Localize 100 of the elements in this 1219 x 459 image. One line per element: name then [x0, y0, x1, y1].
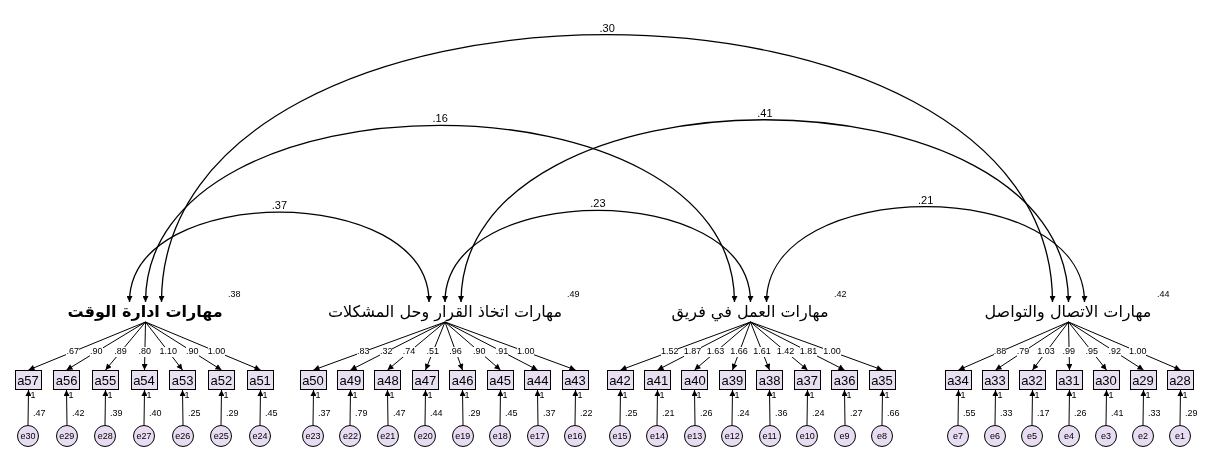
error-arrow — [179, 389, 186, 426]
edge-label: 1.00 — [823, 346, 841, 357]
edge-label: .96 — [449, 346, 462, 357]
edge-label: .89 — [114, 346, 127, 357]
variance-label: .37 — [543, 409, 556, 419]
error-circle: e19 — [451, 425, 474, 447]
variance-label: .55 — [963, 409, 976, 419]
edge-label: 1.00 — [516, 346, 535, 357]
indicator-box: a55 — [91, 370, 119, 390]
variance-label: .47 — [393, 409, 406, 419]
loading-arrow — [750, 321, 771, 371]
edge-label: 1 — [1145, 391, 1151, 402]
loading-arrow — [444, 321, 538, 371]
indicator-box: a29 — [1129, 370, 1157, 390]
error-circle: e25 — [210, 425, 233, 447]
error-circle: e27 — [133, 425, 155, 447]
variance-label: .29 — [226, 409, 239, 419]
loading-arrow — [105, 321, 146, 371]
loading-arrow — [750, 321, 883, 371]
error-circle: e3 — [1095, 425, 1117, 447]
loading-arrow — [444, 321, 576, 371]
covariance-arrow — [459, 119, 1071, 303]
variance-label: .44 — [1157, 290, 1170, 300]
edge-label: 1 — [696, 391, 702, 402]
error-arrow — [218, 389, 225, 426]
edge-label: 1.03 — [1037, 346, 1055, 357]
indicator-box: a41 — [643, 370, 671, 390]
error-circle: e14 — [646, 425, 669, 447]
edge-label: 1.87 — [683, 346, 702, 357]
edge-label: 1 — [30, 391, 36, 402]
variance-label: .21 — [662, 409, 675, 419]
edge-label: .23 — [590, 197, 606, 210]
error-circle: e22 — [339, 425, 362, 447]
variance-label: .42 — [72, 409, 85, 419]
error-circle: e28 — [94, 425, 117, 447]
loading-arrow — [1068, 321, 1181, 371]
indicator-box: a48 — [374, 370, 402, 390]
loading-arrow — [750, 321, 808, 371]
variance-label: .29 — [468, 409, 481, 419]
indicator-box: a28 — [1166, 370, 1194, 390]
error-arrow — [459, 389, 466, 426]
error-arrow — [992, 389, 999, 426]
error-arrow — [766, 389, 773, 426]
variance-label: .37 — [318, 409, 331, 419]
error-circle: e5 — [1021, 425, 1043, 447]
error-arrow — [691, 389, 698, 426]
edge-label: 1 — [184, 391, 190, 402]
indicator-box: a31 — [1055, 370, 1083, 390]
error-circle: e21 — [376, 425, 399, 447]
edge-label: .90 — [186, 346, 199, 357]
loading-arrow — [145, 321, 261, 371]
indicator-box: a50 — [299, 370, 327, 390]
loading-arrow — [145, 321, 222, 371]
edge-label: 1 — [352, 391, 358, 402]
variance-label: .33 — [1000, 409, 1013, 419]
edge-label: 1 — [734, 391, 740, 402]
error-arrow — [422, 389, 429, 426]
loading-arrow — [731, 321, 751, 371]
variance-label: .39 — [110, 409, 123, 419]
edge-label: .67 — [66, 346, 79, 357]
edge-label: 1 — [502, 391, 508, 402]
loading-arrow — [28, 321, 146, 371]
edge-label: .80 — [138, 346, 151, 357]
error-arrow — [729, 389, 736, 426]
error-circle: e2 — [1132, 425, 1154, 447]
edge-label: 1 — [809, 391, 815, 402]
indicator-box: a43 — [561, 370, 589, 390]
indicator-box: a45 — [486, 370, 514, 390]
error-arrow — [841, 389, 848, 426]
variance-label: .33 — [1148, 409, 1161, 419]
error-circle: e30 — [17, 425, 39, 447]
error-arrow — [955, 389, 962, 426]
error-arrow — [572, 389, 579, 426]
edge-label: 1 — [1108, 391, 1114, 402]
error-circle: e6 — [984, 425, 1006, 447]
edge-label: 1 — [464, 391, 470, 402]
error-circle: e20 — [414, 425, 437, 447]
error-arrow — [310, 389, 317, 426]
error-circle: e4 — [1058, 425, 1080, 447]
indicator-box: a49 — [336, 370, 364, 390]
variance-label: .22 — [580, 409, 593, 419]
error-circle: e8 — [871, 425, 893, 447]
edge-label: .95 — [1085, 346, 1099, 357]
variance-label: .41 — [1111, 409, 1124, 419]
loading-arrow — [145, 321, 183, 371]
edge-label: 1.81 — [799, 346, 818, 357]
edge-label: .41 — [757, 106, 773, 119]
error-arrow — [25, 389, 32, 426]
loading-arrow — [425, 321, 446, 371]
edge-label: 1.61 — [753, 346, 771, 357]
error-arrow — [804, 389, 811, 426]
variance-label: .36 — [775, 409, 788, 419]
edge-label: 1 — [315, 391, 321, 402]
indicator-box: a52 — [207, 370, 235, 390]
loading-arrow — [66, 321, 146, 371]
edge-label: .74 — [402, 346, 416, 357]
variance-label: .44 — [430, 409, 443, 419]
edge-label: 1.63 — [706, 346, 725, 357]
covariance-arrow — [764, 205, 1087, 303]
edge-label: 1 — [68, 391, 74, 402]
